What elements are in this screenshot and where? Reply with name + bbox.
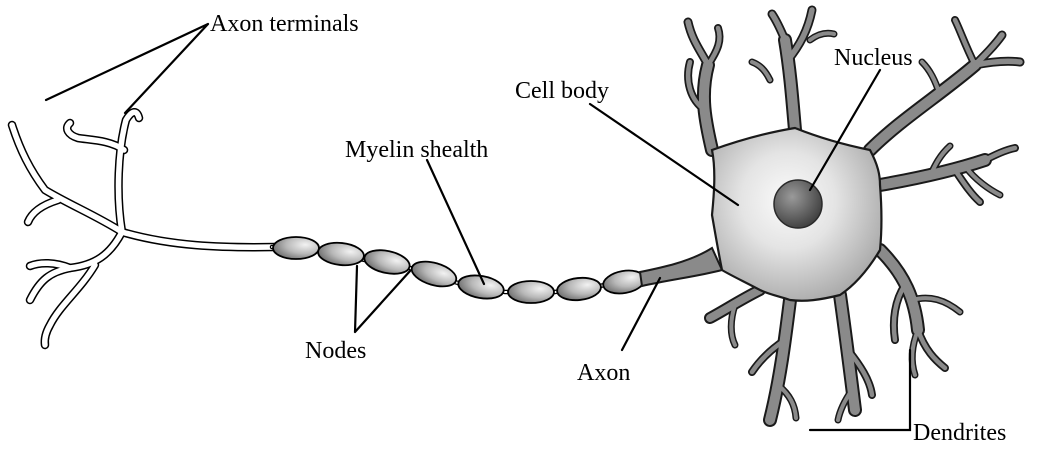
myelin-sheath (273, 237, 647, 303)
label-nodes: Nodes (305, 338, 366, 364)
myelin-segment (409, 257, 459, 291)
nucleus (774, 180, 822, 228)
label-nucleus: Nucleus (834, 45, 913, 71)
axon-terminals (12, 112, 275, 345)
label-myelin-sheath: Myelin shealth (345, 137, 488, 163)
leader-nodes (355, 266, 410, 332)
myelin-segment (508, 281, 554, 303)
leader-axon-terminals (46, 24, 208, 113)
myelin-segment (556, 276, 602, 302)
myelin-segment (362, 246, 412, 277)
labels: Axon terminals Nucleus Cell body Myelin … (210, 11, 1006, 446)
label-dendrites: Dendrites (913, 420, 1006, 446)
myelin-segment (273, 237, 319, 259)
label-axon: Axon (577, 360, 630, 386)
myelin-segment (317, 241, 365, 268)
label-cell-body: Cell body (515, 78, 609, 104)
label-axon-terminals: Axon terminals (210, 11, 359, 37)
axon-hillock (640, 248, 722, 286)
